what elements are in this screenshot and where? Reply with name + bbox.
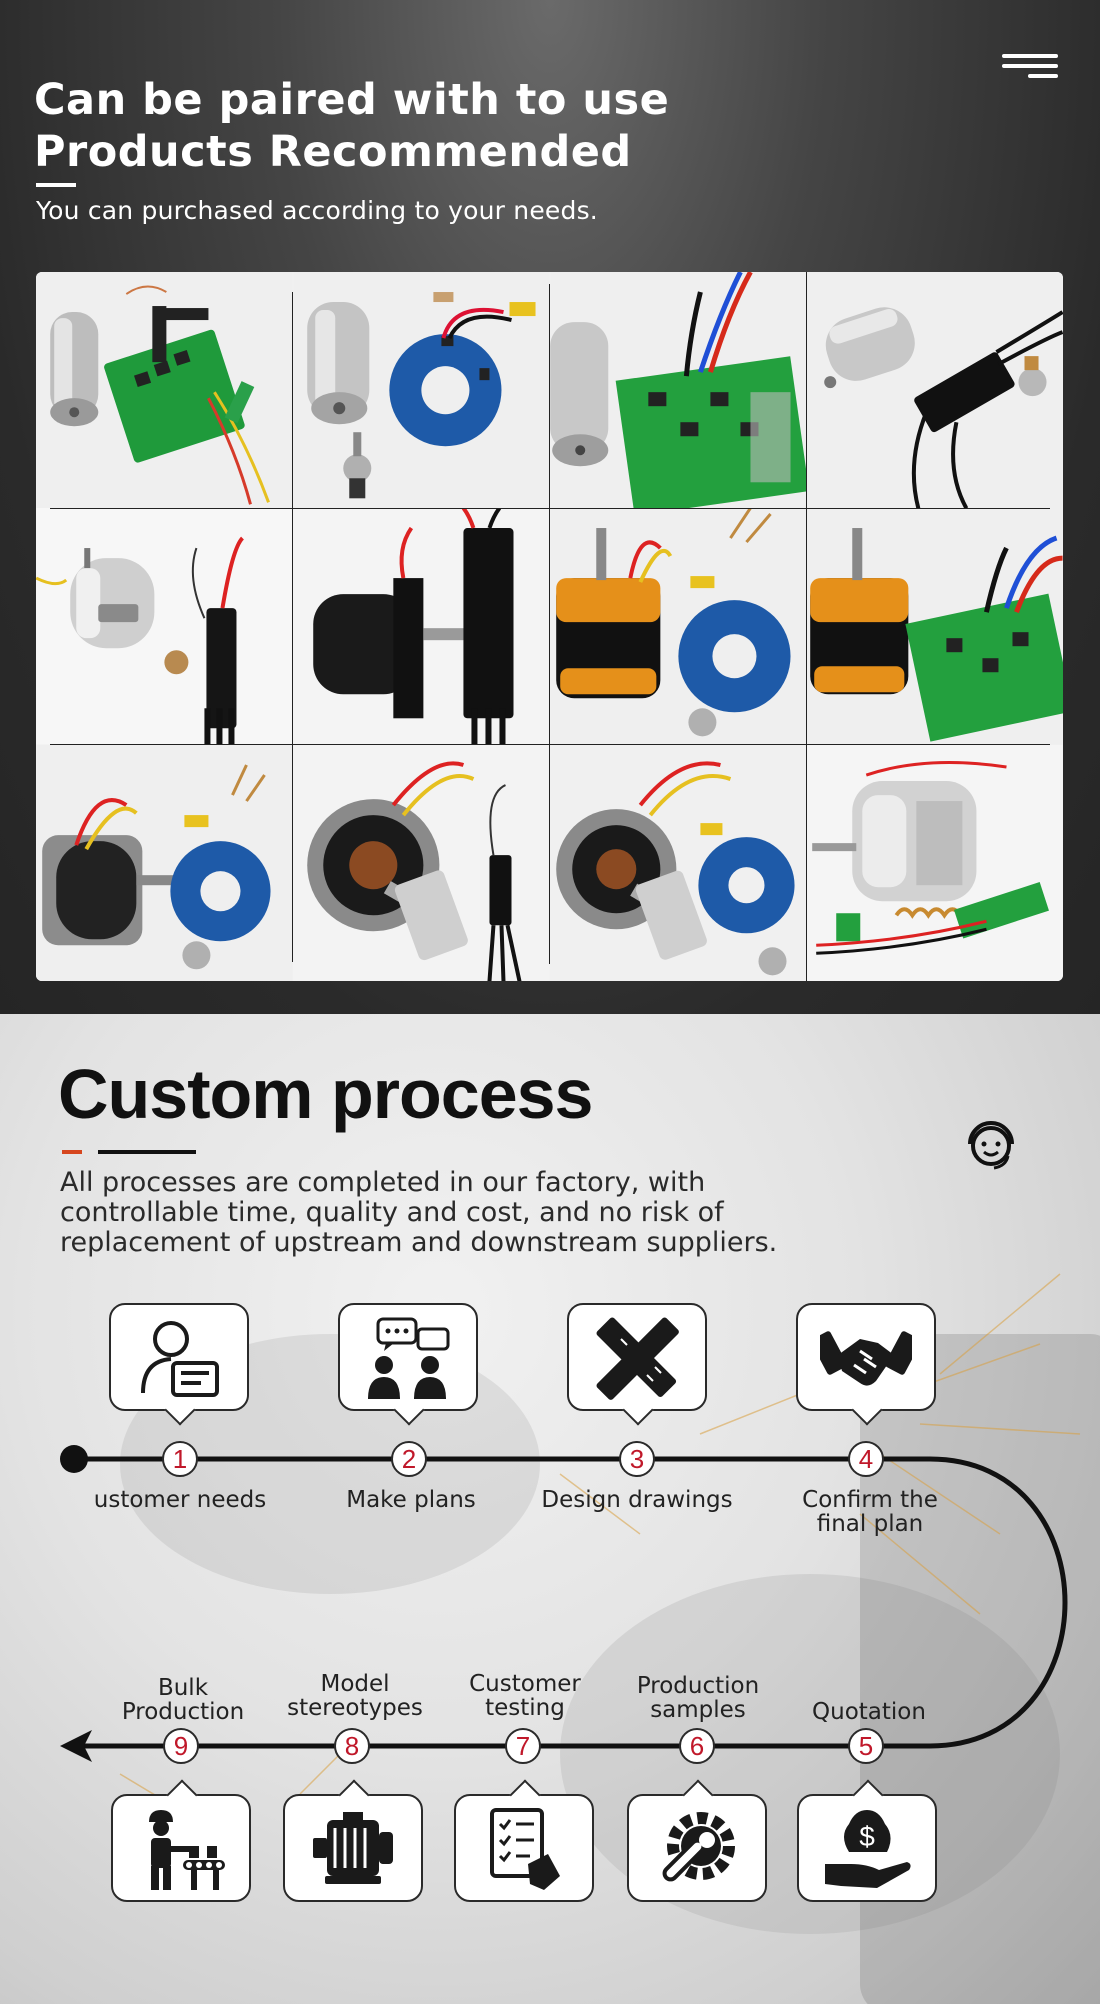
description-line: controllable time, quality and cost, and… — [60, 1197, 724, 1228]
title-accent-red — [62, 1150, 82, 1154]
grid-divider — [806, 272, 807, 981]
step-label-line: Make plans — [346, 1487, 476, 1513]
product-card[interactable] — [36, 508, 293, 745]
product-card[interactable] — [292, 272, 550, 509]
grid-divider — [549, 284, 550, 964]
step-label: Model stereotypes — [255, 1672, 455, 1720]
step-7-card[interactable] — [454, 1779, 594, 1902]
product-card[interactable] — [292, 508, 550, 745]
discussion-icon — [368, 1317, 450, 1399]
step-number: 9 — [163, 1728, 199, 1764]
step-label-line: stereotypes — [287, 1695, 423, 1721]
step-label: Quotation — [769, 1700, 969, 1724]
step-5-card[interactable]: $ — [797, 1779, 937, 1902]
description-line: All processes are completed in our facto… — [60, 1167, 706, 1198]
step-label-line: Design drawings — [541, 1487, 733, 1513]
step-2-card[interactable] — [338, 1303, 478, 1426]
factory-worker-icon — [149, 1810, 225, 1890]
step-label-line: final plan — [816, 1511, 924, 1537]
process-flow-line — [60, 1445, 1068, 1762]
step-label-line: Model — [320, 1671, 390, 1697]
step-3-card[interactable] — [567, 1303, 707, 1426]
pencil-ruler-icon — [596, 1317, 679, 1400]
step-number: 5 — [848, 1728, 884, 1764]
title-underline — [36, 183, 76, 187]
step-label-line: samples — [650, 1697, 746, 1723]
motor-icon — [313, 1812, 393, 1884]
step-label: Design drawings — [537, 1488, 737, 1512]
step-label: Production samples — [598, 1674, 798, 1722]
step-label-line: testing — [485, 1695, 565, 1721]
step-number: 1 — [162, 1441, 198, 1477]
description-line: replacement of upstream and downstream s… — [60, 1227, 778, 1258]
step-number: 4 — [848, 1441, 884, 1477]
grid-divider — [50, 508, 1050, 509]
step-1-card[interactable] — [109, 1303, 249, 1426]
spark-decoration — [119, 1273, 1081, 1835]
handshake-icon — [820, 1331, 912, 1386]
step-label: ustomer needs — [80, 1488, 280, 1512]
product-card[interactable] — [549, 508, 807, 745]
product-card[interactable] — [806, 508, 1063, 745]
step-number: 6 — [679, 1728, 715, 1764]
section-subtitle: You can purchased according to your need… — [36, 196, 598, 225]
gear-wrench-icon — [662, 1812, 735, 1882]
money-hand-icon: $ — [825, 1810, 911, 1888]
step-label: Customer testing — [425, 1672, 625, 1720]
custom-process-section: Custom process All processes are complet… — [0, 1014, 1100, 2004]
step-number: 8 — [334, 1728, 370, 1764]
step-4-card[interactable] — [796, 1303, 936, 1426]
title-line-1: Can be paired with to use — [34, 75, 670, 125]
step-label: Make plans — [311, 1488, 511, 1512]
step-label-line: Quotation — [812, 1699, 926, 1725]
step-label-line: Confirm the — [802, 1487, 938, 1513]
hamburger-menu-icon[interactable] — [998, 52, 1058, 84]
title-line-2: Products Recommended — [34, 127, 632, 177]
product-grid — [36, 272, 1063, 981]
process-title: Custom process — [58, 1055, 593, 1133]
product-card[interactable] — [549, 272, 807, 509]
product-card[interactable] — [806, 744, 1063, 981]
step-number: 7 — [505, 1728, 541, 1764]
step-9-card[interactable] — [111, 1779, 251, 1902]
product-card[interactable] — [292, 744, 550, 981]
section-title: Can be paired with to use Products Recom… — [34, 74, 734, 178]
process-description: All processes are completed in our facto… — [60, 1168, 920, 1258]
step-6-card[interactable] — [627, 1779, 767, 1902]
product-card[interactable] — [806, 272, 1063, 509]
step-label: Bulk Production — [83, 1676, 283, 1724]
step-label-line: ustomer needs — [93, 1487, 267, 1513]
product-card[interactable] — [36, 272, 293, 509]
customer-service-icon[interactable] — [960, 1114, 1022, 1176]
title-accent-dark — [98, 1150, 196, 1154]
step-label-line: Bulk — [157, 1675, 209, 1701]
step-label-line: Customer — [469, 1671, 581, 1697]
grid-divider — [292, 292, 293, 962]
customer-profile-icon — [141, 1321, 219, 1397]
step-number: 2 — [391, 1441, 427, 1477]
recommended-products-section: Can be paired with to use Products Recom… — [0, 0, 1100, 1014]
grid-divider — [50, 744, 1050, 745]
step-number: 3 — [619, 1441, 655, 1477]
product-card[interactable] — [36, 744, 293, 981]
step-label: Confirm the final plan — [770, 1488, 970, 1536]
svg-text:$: $ — [859, 1821, 875, 1852]
product-card[interactable] — [549, 744, 807, 981]
step-8-card[interactable] — [283, 1779, 423, 1902]
step-label-line: Production — [636, 1673, 760, 1699]
step-label-line: Production — [121, 1699, 245, 1725]
checklist-icon — [490, 1808, 560, 1890]
